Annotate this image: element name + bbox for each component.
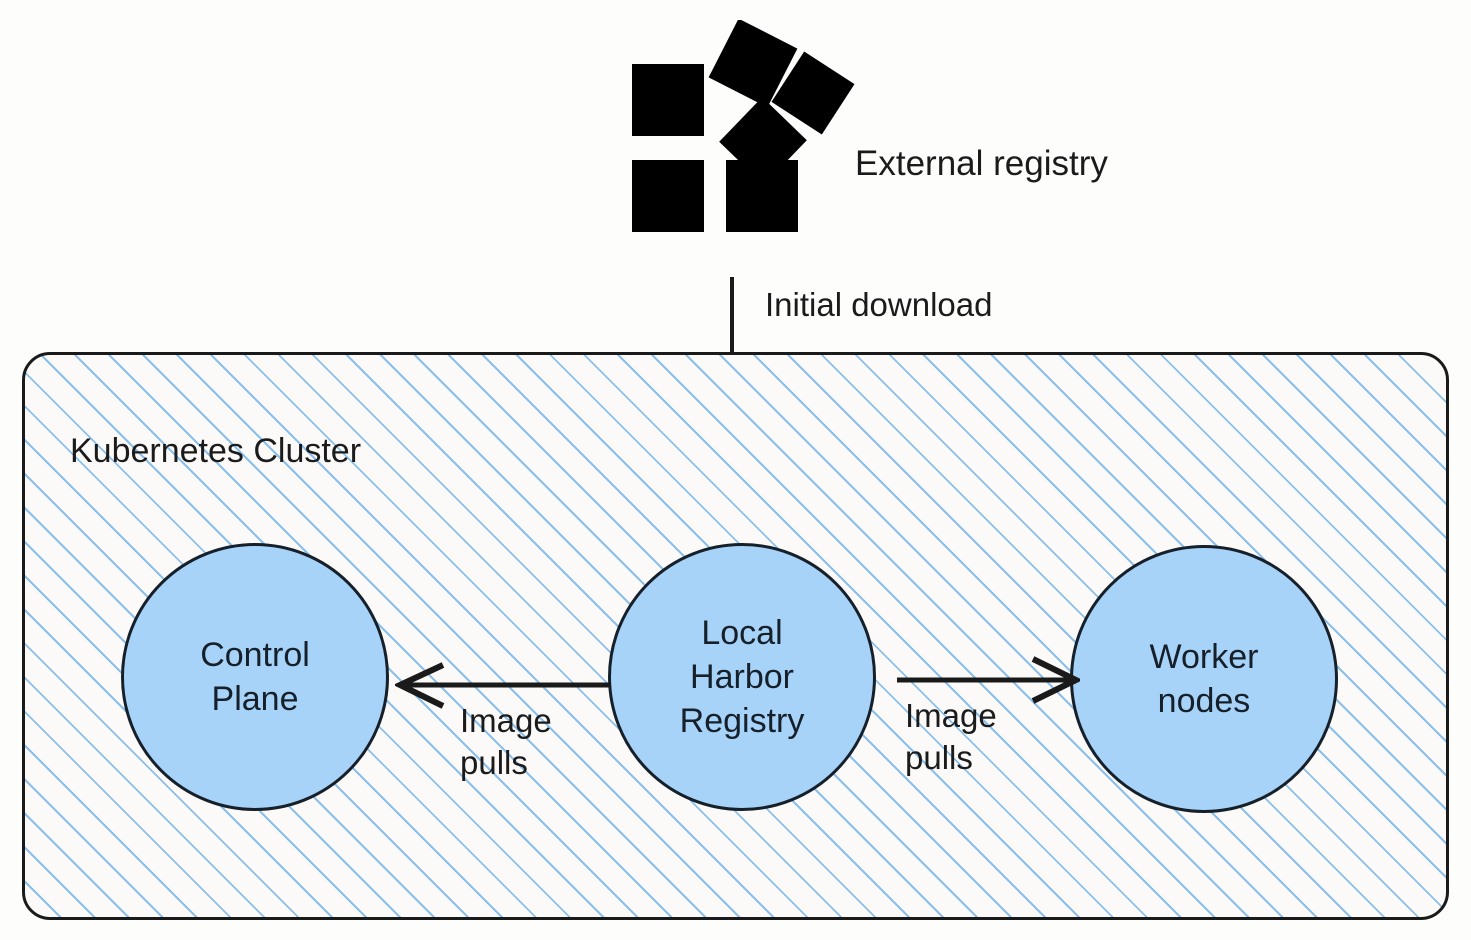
external-registry-icon xyxy=(620,18,860,240)
node-control-plane-line-2: Plane xyxy=(211,680,299,718)
edge-label-left-line-1: Image xyxy=(460,702,552,739)
node-harbor-line-2: Harbor xyxy=(690,658,794,696)
external-registry-label: External registry xyxy=(855,144,1108,183)
edge-label-image-pulls-right: Image pulls xyxy=(905,695,1035,779)
node-local-harbor-registry[interactable]: Local Harbor Registry xyxy=(608,543,876,811)
node-worker-line-1: Worker xyxy=(1149,638,1259,676)
edge-label-image-pulls-left: Image pulls xyxy=(460,700,590,784)
edge-label-left-line-2: pulls xyxy=(460,744,528,781)
node-harbor-line-1: Local xyxy=(701,614,783,652)
edge-label-right-line-2: pulls xyxy=(905,739,973,776)
node-harbor-line-3: Registry xyxy=(679,702,805,740)
arrow-harbor-to-worker-nodes xyxy=(895,655,1083,705)
initial-download-label: Initial download xyxy=(765,286,993,323)
cluster-title: Kubernetes Cluster xyxy=(70,432,362,470)
node-control-plane[interactable]: Control Plane xyxy=(121,543,389,811)
node-worker-nodes[interactable]: Worker nodes xyxy=(1070,545,1338,813)
arrow-harbor-to-control-plane xyxy=(393,660,615,710)
edge-label-right-line-1: Image xyxy=(905,697,997,734)
node-control-plane-line-1: Control xyxy=(200,636,310,674)
node-worker-line-2: nodes xyxy=(1157,682,1251,720)
